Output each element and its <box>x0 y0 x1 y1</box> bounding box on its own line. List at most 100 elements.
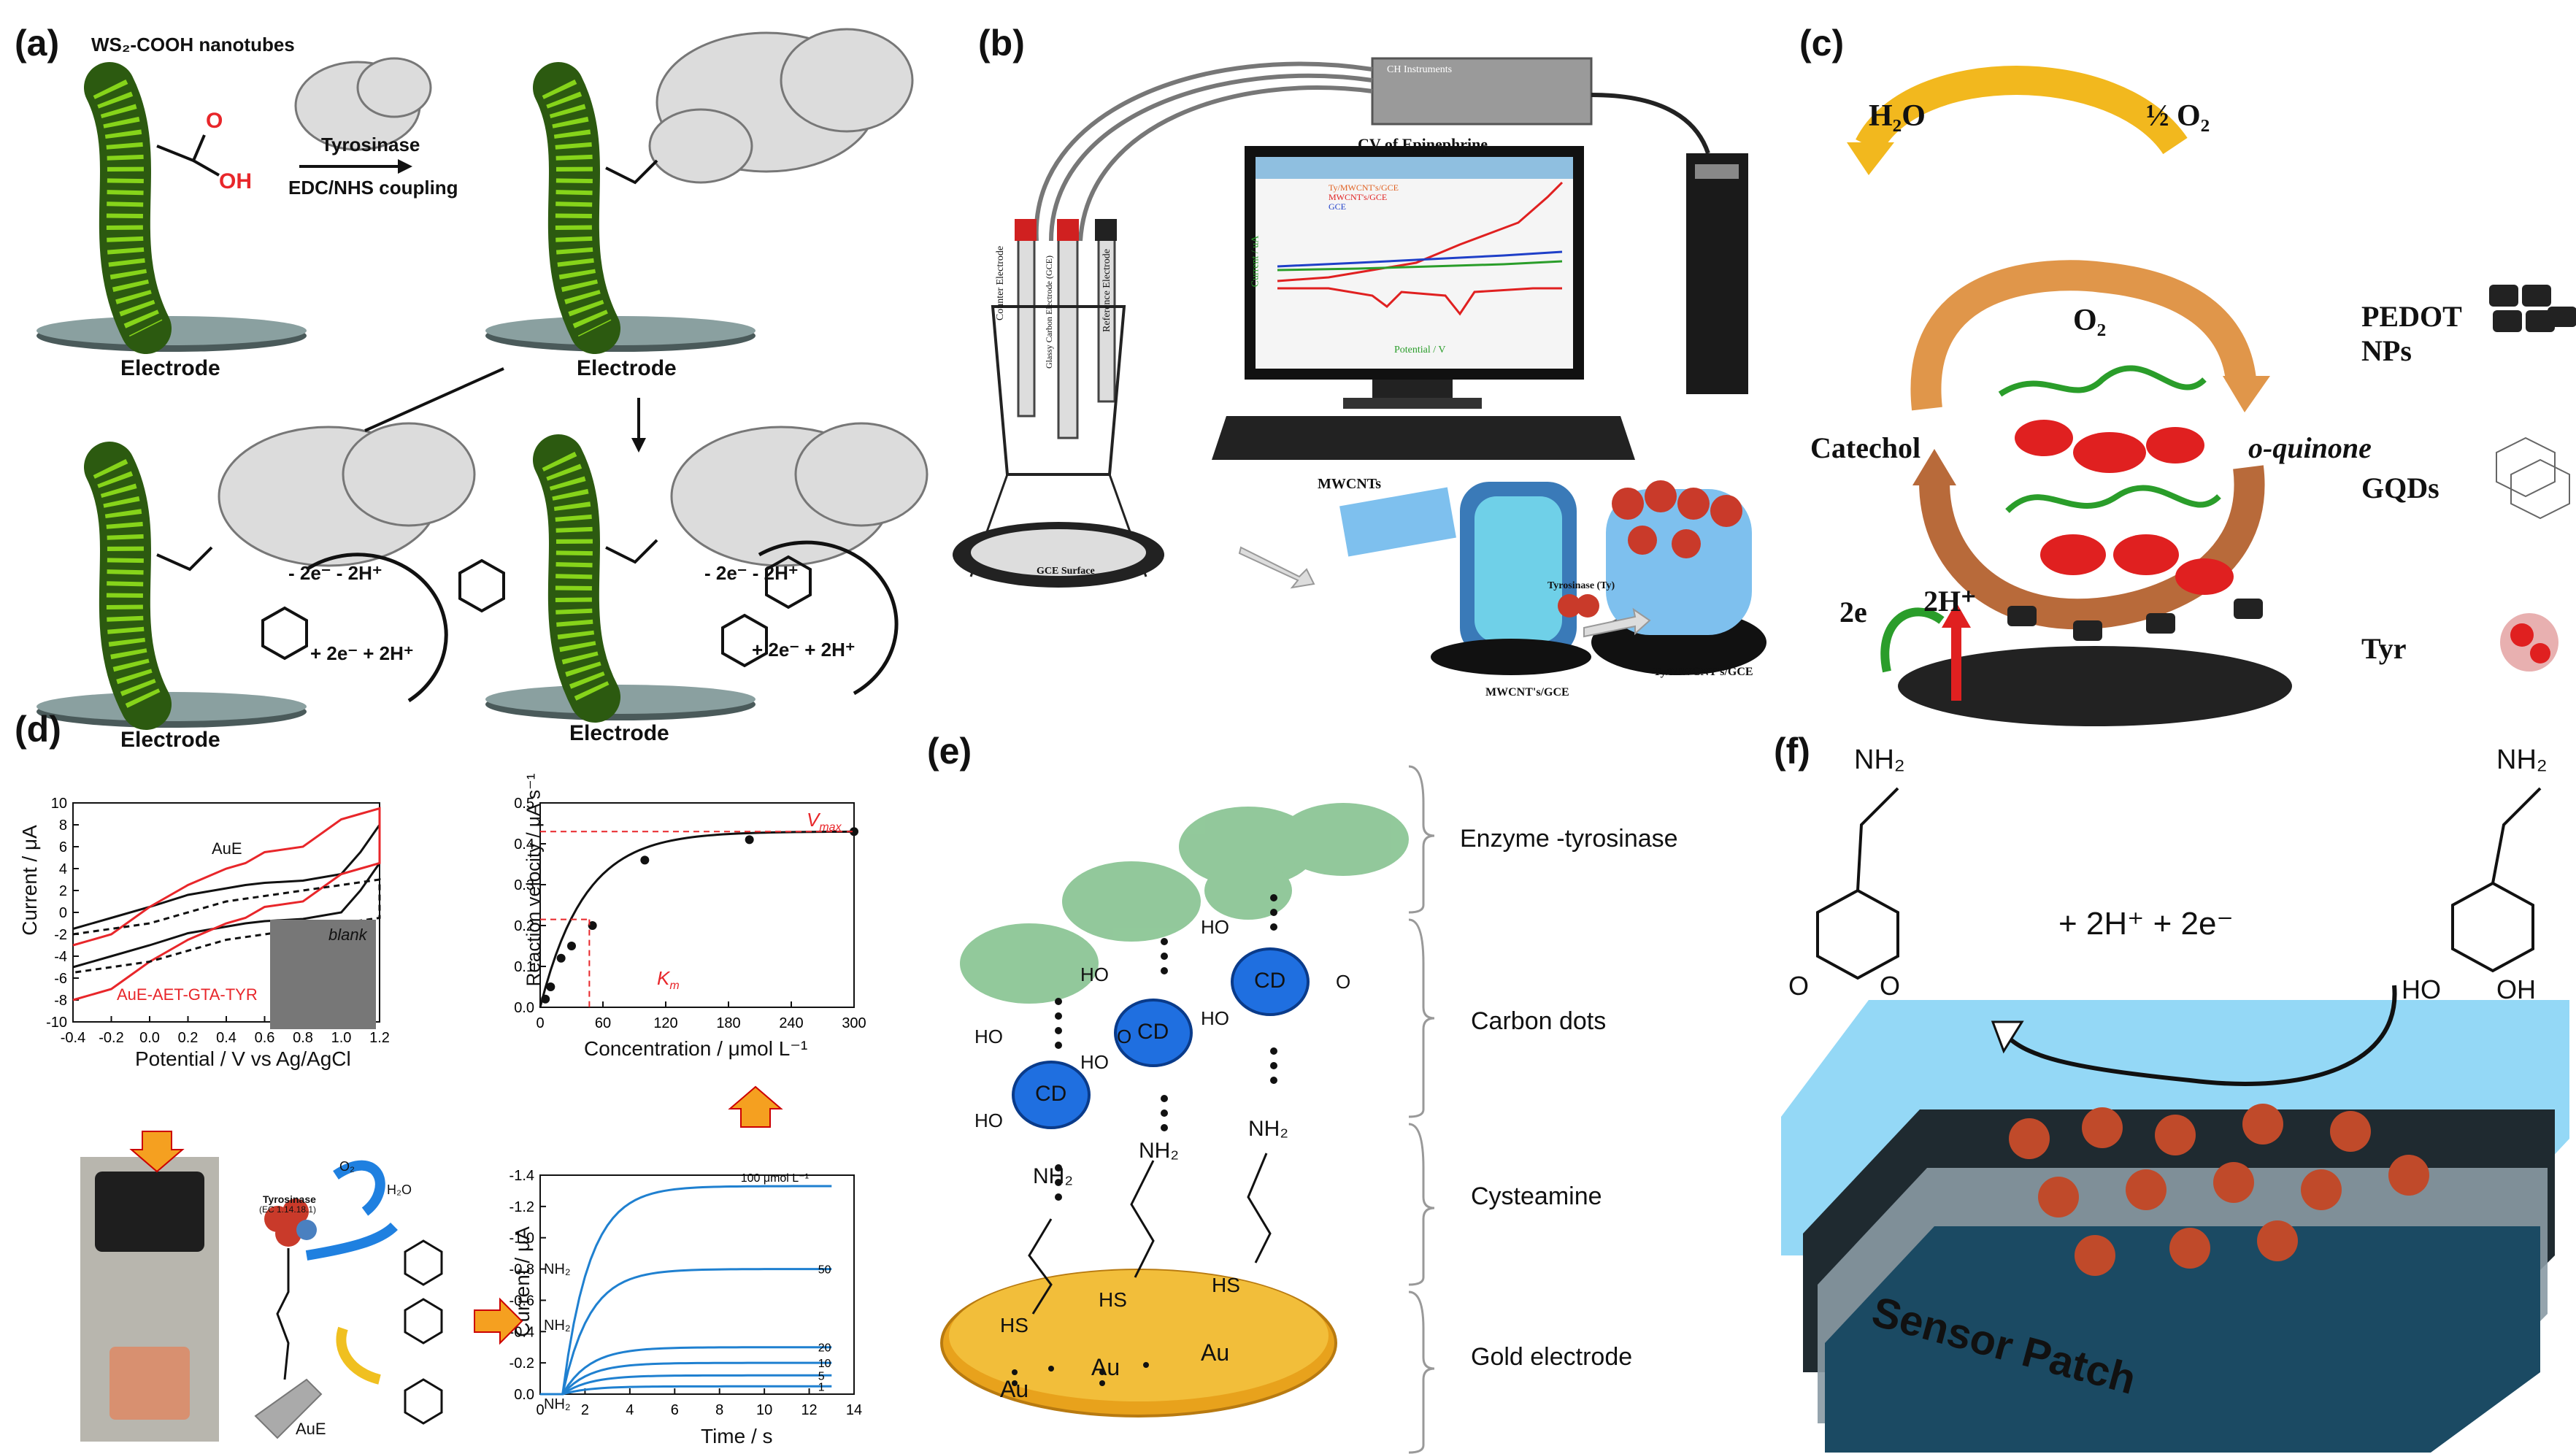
cv-title: CV of Epinephrine <box>1358 135 1488 153</box>
panel-d-scheme <box>129 1085 783 1439</box>
x-tick-label: 12 <box>801 1402 817 1418</box>
reaction-arrow <box>2005 985 2397 1086</box>
x-tick-label: 4 <box>626 1402 634 1418</box>
gce-surface-label: GCE Surface <box>1037 566 1095 577</box>
x-tick-label: 120 <box>653 1015 677 1031</box>
y-tick-label: 0 <box>59 905 67 921</box>
linker-chain <box>276 1248 290 1380</box>
hs-label-3: HS <box>1212 1274 1240 1296</box>
x-tick-label: 0.2 <box>178 1030 199 1046</box>
tyrosinase-enzyme-2 <box>648 28 914 184</box>
dopamine-quinone-ring-a <box>721 613 768 668</box>
h2o-label: H₂O <box>1869 99 1926 133</box>
ca-curve-label: 50 <box>818 1264 831 1277</box>
ho-f-label: HO <box>2402 974 2441 1004</box>
y-tick-label: -1.4 <box>510 1168 534 1184</box>
x-tick-label: 8 <box>715 1402 723 1418</box>
y-tick-label: 2 <box>59 883 67 899</box>
up-arrow-right <box>728 1085 783 1128</box>
x-tick-label: 1.0 <box>331 1030 352 1046</box>
pc-tower <box>1686 153 1748 394</box>
hs-label-2: HS <box>1099 1288 1127 1311</box>
ho-label-6: HO <box>1201 1007 1229 1029</box>
layer-label-cd: Carbon dots <box>1471 1007 1607 1035</box>
y-tick-label: 0.0 <box>514 1387 534 1403</box>
x-tick-label: 0 <box>536 1402 544 1418</box>
tyrosinase-enzyme-3 <box>218 422 476 567</box>
y-tick-label: 10 <box>51 796 67 812</box>
layer-label-cysteamine: Cysteamine <box>1471 1182 1602 1210</box>
x-tick-label: 6 <box>671 1402 679 1418</box>
quinone-ethyl-chain <box>1856 787 1899 891</box>
y-tick-label: 0.0 <box>514 1000 534 1016</box>
cv-series-line <box>72 807 381 1001</box>
scheme-amine-3: NH₂ <box>544 1396 571 1412</box>
electrode-disc-2 <box>485 316 756 352</box>
amide-link-2 <box>605 159 658 185</box>
tyrosinase-enzyme-4 <box>670 422 928 567</box>
cv-label-blank: blank <box>328 926 367 944</box>
x-tick-label: 14 <box>846 1402 862 1418</box>
cv-xlabel: Potential / V vs Ag/AgCl <box>135 1047 351 1070</box>
right-arrow <box>474 1297 523 1345</box>
tyrosinase-on-patch <box>2009 1104 2429 1276</box>
au-label-3: Au <box>1201 1339 1230 1366</box>
electrode-disc-1 <box>36 316 307 352</box>
legend-pedot: PEDOT NPs <box>2361 300 2462 367</box>
reduction-arrow <box>336 1326 381 1385</box>
layer-label-enzyme: Enzyme -tyrosinase <box>1460 825 1678 853</box>
legend-tyr: Tyr <box>2361 632 2407 665</box>
process-arrow-1 <box>1238 546 1315 589</box>
panel-f-scheme <box>1781 787 2569 1453</box>
y-tick-label: 0.5 <box>514 796 534 812</box>
panel-e: (e) CD CD <box>905 730 1708 1454</box>
nh2-label-3: NH₂ <box>1248 1117 1288 1141</box>
connector-line <box>364 367 504 432</box>
o-right-label: O <box>1880 971 1901 1001</box>
ca-xlabel: Time / s <box>701 1425 773 1447</box>
mm-data-point <box>850 827 858 836</box>
mm-km-label: Km <box>657 967 680 993</box>
x-tick-label: 0.8 <box>293 1030 313 1046</box>
x-tick-label: 2 <box>581 1402 589 1418</box>
tyrosinase-enzyme-1 <box>294 57 432 151</box>
panel-f: (f) + 2H⁺ + 2e⁻ NH₂ NH₂ O O HO OH Sensor… <box>1752 730 2576 1454</box>
x-tick-label: 1.2 <box>369 1030 390 1046</box>
potentiostat-box <box>1371 57 1593 126</box>
x-tick-label: 60 <box>595 1015 611 1031</box>
screen-legend-2: MWCNT's/GCE <box>1329 192 1388 202</box>
mm-data-point <box>541 994 550 1004</box>
cd-label-3: CD <box>1254 969 1286 993</box>
nh2-label-1: NH₂ <box>1033 1164 1073 1188</box>
mm-data-point <box>745 835 754 845</box>
cv-series-line <box>72 878 381 974</box>
scheme-enzyme: Tyrosinase <box>263 1193 316 1205</box>
y-tick-label: -0.8 <box>510 1262 534 1278</box>
legend-gqds: GQDs <box>2361 472 2439 504</box>
ws2-nanotube-1 <box>84 62 172 354</box>
gqd-legend-icon <box>2496 436 2570 520</box>
y-tick-label: -2 <box>54 927 67 943</box>
sem-inset-image <box>270 920 376 1029</box>
ca-series-line <box>540 1346 832 1396</box>
mm-data-point <box>556 953 566 963</box>
screen-ylabel: Current / uA <box>1250 235 1261 288</box>
au-label-2: Au <box>1091 1354 1120 1380</box>
cooh-group <box>156 134 220 177</box>
cv-label-aue: AuE <box>212 839 242 858</box>
y-tick-label: 0.1 <box>514 959 534 975</box>
y-tick-label: -0.2 <box>510 1355 534 1372</box>
panel-label-d: (d) <box>15 709 61 750</box>
catechol-ring-a <box>458 558 505 613</box>
panel-label-c: (c) <box>1799 23 1845 64</box>
scheme-amine-2: NH₂ <box>544 1318 571 1334</box>
o-label-2: O <box>1336 971 1351 993</box>
y-tick-label: -8 <box>54 993 67 1009</box>
scheme-h2o: H₂O <box>387 1182 412 1197</box>
o2-label: O₂ <box>2073 304 2107 337</box>
ca-series-line <box>540 1268 832 1396</box>
quinone-reduction-arrow <box>1919 465 2265 630</box>
